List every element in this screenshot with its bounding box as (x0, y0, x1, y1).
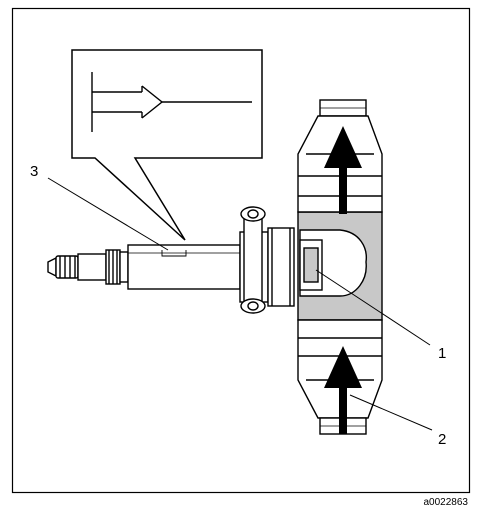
callout-box (71, 49, 263, 241)
leader-line-3 (47, 177, 169, 251)
flow-arrow-top-icon (324, 126, 362, 214)
flow-direction-detail-callout (71, 49, 263, 241)
leader-line-1 (315, 269, 431, 346)
callout-3: 3 (30, 163, 38, 180)
probe-shaft (127, 244, 241, 290)
figure-frame (11, 7, 471, 494)
callout-2: 2 (438, 431, 446, 448)
probe-connector (47, 256, 57, 278)
flow-direction-arrow-icon (91, 72, 252, 132)
leader-lines (47, 177, 433, 431)
sensor-probe (47, 244, 241, 290)
flow-arrow-bottom-icon (324, 346, 362, 434)
shaft-flow-marking (161, 250, 187, 257)
flow-assembly-housing (297, 211, 383, 321)
clamp-flange (239, 206, 295, 314)
leader-line-2 (349, 394, 433, 431)
figure-reference-code: a0022863 (424, 497, 469, 508)
callout-1: 1 (438, 345, 446, 362)
